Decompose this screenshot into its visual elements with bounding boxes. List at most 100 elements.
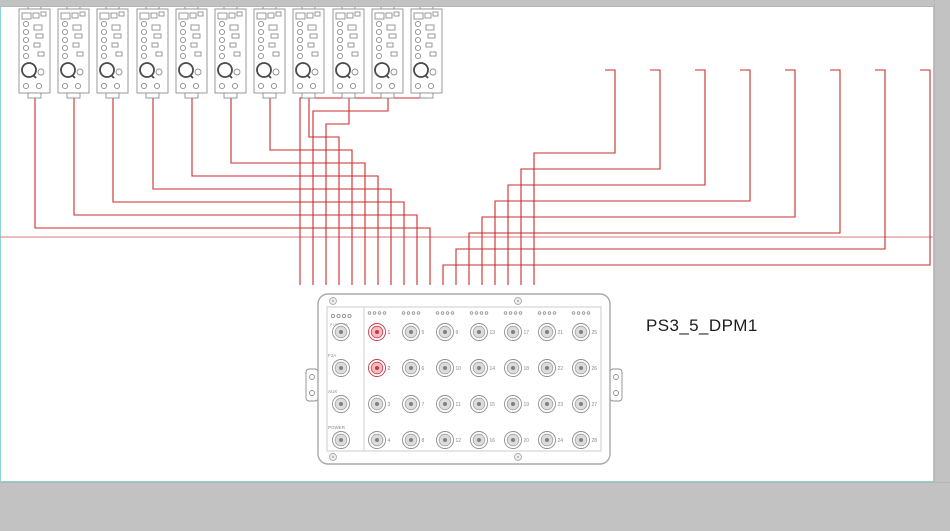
wire-5[interactable]: [191, 95, 379, 285]
port-number: 6: [422, 366, 425, 372]
wire-15[interactable]: [494, 69, 751, 285]
port-4[interactable]: [368, 431, 386, 449]
wire-16[interactable]: [481, 69, 796, 285]
port-5[interactable]: [402, 323, 420, 341]
port-number: 15: [490, 402, 496, 408]
port-number: 18: [524, 366, 530, 372]
port-2[interactable]: [368, 359, 386, 377]
io-module-5[interactable]: [175, 3, 208, 99]
led-indicator: [336, 313, 341, 319]
port-21[interactable]: [538, 323, 556, 341]
aux-port-label: AUX: [328, 389, 337, 394]
aux-port-3[interactable]: [332, 395, 350, 413]
port-number: 4: [388, 438, 391, 444]
port-17[interactable]: [504, 323, 522, 341]
port-10[interactable]: [436, 359, 454, 377]
wire-11[interactable]: [299, 95, 428, 285]
wire-4[interactable]: [152, 95, 392, 285]
device-label[interactable]: PS3_5_DPM1: [646, 316, 758, 335]
port-11[interactable]: [436, 395, 454, 413]
io-module-10[interactable]: [371, 3, 404, 99]
port-number: 22: [558, 366, 564, 372]
port-19[interactable]: [504, 395, 522, 413]
port-number: 19: [524, 402, 530, 408]
wire-9[interactable]: [325, 95, 350, 285]
aux-port-2[interactable]: [332, 359, 350, 377]
wire-17[interactable]: [468, 69, 841, 285]
wire-19[interactable]: [442, 69, 931, 285]
io-module-2[interactable]: [57, 3, 90, 99]
top-chrome-bar: [0, 0, 950, 7]
right-chrome-bar: [934, 0, 950, 530]
port-1[interactable]: [368, 323, 386, 341]
port-number: 7: [422, 402, 425, 408]
port-number: 8: [422, 438, 425, 444]
port-number: 2: [388, 366, 391, 372]
port-25[interactable]: [572, 323, 590, 341]
aux-port-1[interactable]: [332, 323, 350, 341]
wire-18[interactable]: [455, 69, 886, 285]
port-9[interactable]: [436, 323, 454, 341]
port-28[interactable]: [572, 431, 590, 449]
port-number: 20: [524, 438, 530, 444]
port-number: 23: [558, 402, 564, 408]
bottom-chrome-bar: [0, 482, 950, 531]
port-number: 14: [490, 366, 496, 372]
port-number: 12: [456, 438, 462, 444]
port-12[interactable]: [436, 431, 454, 449]
port-number: 13: [490, 330, 496, 336]
wire-2[interactable]: [73, 95, 418, 285]
port-24[interactable]: [538, 431, 556, 449]
io-module-1[interactable]: [18, 3, 51, 99]
aux-port-4[interactable]: [332, 431, 350, 449]
io-module-6[interactable]: [214, 3, 247, 99]
port-3[interactable]: [368, 395, 386, 413]
port-number: 9: [456, 330, 459, 336]
port-number: 24: [558, 438, 564, 444]
port-13[interactable]: [470, 323, 488, 341]
port-14[interactable]: [470, 359, 488, 377]
port-7[interactable]: [402, 395, 420, 413]
port-number: 16: [490, 438, 496, 444]
aux-port-label: F2A: [328, 353, 336, 358]
wire-1[interactable]: [34, 95, 431, 285]
port-23[interactable]: [538, 395, 556, 413]
port-18[interactable]: [504, 359, 522, 377]
port-number: 25: [592, 330, 598, 336]
io-module-7[interactable]: [253, 3, 286, 99]
port-number: 21: [558, 330, 564, 336]
port-number: 28: [592, 438, 598, 444]
io-module-3[interactable]: [96, 3, 129, 99]
port-16[interactable]: [470, 431, 488, 449]
io-module-9[interactable]: [332, 3, 365, 99]
aux-port-label: POWER: [328, 425, 346, 430]
wire-12[interactable]: [533, 69, 616, 285]
device-power-distribution-module[interactable]: P1 P2 FNSF2AAUXPOWER12345678910111213141…: [305, 293, 623, 465]
io-module-8[interactable]: [292, 3, 325, 99]
port-number: 1: [388, 330, 391, 336]
led-indicator: [347, 313, 352, 319]
port-8[interactable]: [402, 431, 420, 449]
wire-10[interactable]: [312, 95, 389, 285]
wire-13[interactable]: [520, 69, 661, 285]
port-number: 10: [456, 366, 462, 372]
wire-6[interactable]: [230, 95, 366, 285]
port-26[interactable]: [572, 359, 590, 377]
wire-14[interactable]: [507, 69, 706, 285]
wire-3[interactable]: [112, 95, 405, 285]
port-number: 17: [524, 330, 530, 336]
port-15[interactable]: [470, 395, 488, 413]
wire-8[interactable]: [308, 95, 340, 285]
led-indicator: [341, 313, 347, 319]
io-module-4[interactable]: [136, 3, 169, 99]
port-6[interactable]: [402, 359, 420, 377]
wire-7[interactable]: [269, 95, 353, 285]
port-27[interactable]: [572, 395, 590, 413]
port-number: 27: [592, 402, 598, 408]
port-22[interactable]: [538, 359, 556, 377]
port-20[interactable]: [504, 431, 522, 449]
port-number: 11: [456, 402, 461, 408]
io-module-11[interactable]: [410, 3, 443, 99]
